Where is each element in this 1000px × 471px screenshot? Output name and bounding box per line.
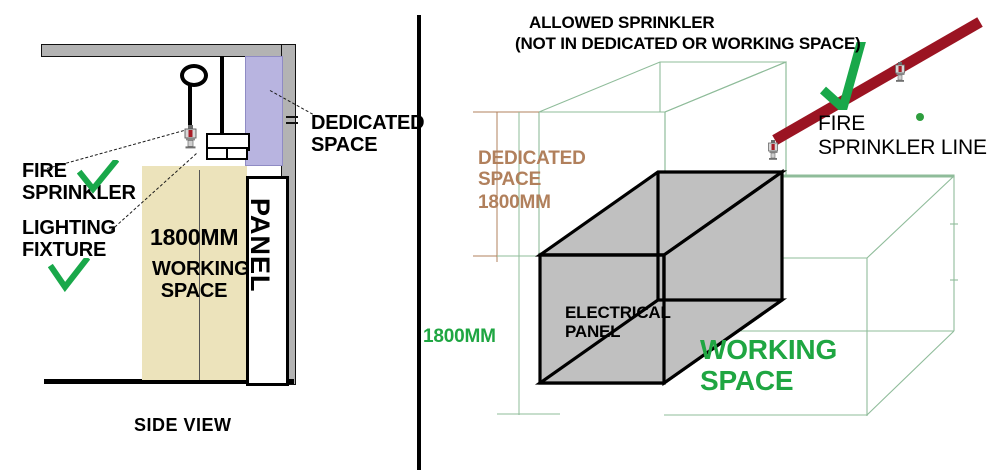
green-check-icon-allowed-sprinkler bbox=[818, 42, 876, 110]
allowed-sprinkler-header-line1: ALLOWED SPRINKLER bbox=[529, 13, 715, 32]
electrical-panel-box bbox=[246, 176, 289, 386]
allowed-sprinkler-header-line2: (NOT IN DEDICATED OR WORKING SPACE) bbox=[515, 34, 861, 53]
working-space-label: WORKING SPACE bbox=[152, 258, 250, 303]
dedicated-space-callout: DEDICATED SPACE bbox=[311, 112, 425, 157]
fire-sprinkler-line-label: FIRE SPRINKLER LINE bbox=[818, 112, 987, 159]
working-space-dimension-iso: 1800MM bbox=[423, 326, 496, 347]
light-fixture-rod bbox=[220, 56, 224, 134]
working-space-label-iso: WORKING SPACE bbox=[700, 334, 838, 397]
green-check-icon-fire-sprinkler bbox=[77, 160, 119, 194]
lighting-fixture-lens-2 bbox=[226, 147, 248, 160]
view-divider bbox=[417, 15, 421, 470]
dedicated-space-dimension-iso: 1800MM bbox=[478, 192, 551, 213]
lighting-fixture-callout: LIGHTING FIXTURE bbox=[22, 217, 116, 262]
fire-sprinkler-callout: FIRE SPRINKLER bbox=[22, 160, 136, 205]
dedicated-space-label-iso: DEDICATED SPACE bbox=[478, 148, 586, 191]
dedicated-space-zone bbox=[245, 56, 283, 166]
electrical-panel-label-iso: ELECTRICAL PANEL bbox=[565, 303, 671, 342]
fire-sprinkler-head-icon-upper bbox=[895, 62, 905, 82]
side-view-caption: SIDE VIEW bbox=[134, 415, 232, 435]
sprinkler-drop-rod bbox=[188, 75, 192, 127]
working-space-zone bbox=[142, 166, 247, 380]
fire-sprinkler-head-icon-lower bbox=[768, 140, 778, 160]
wall-tick-lower bbox=[286, 122, 298, 124]
hanger-ring-icon bbox=[180, 64, 208, 87]
green-check-icon-lighting-fixture bbox=[48, 258, 90, 292]
working-space-dimension: 1800MM bbox=[150, 224, 239, 250]
working-space-center-line bbox=[199, 170, 200, 380]
wall-tick-upper bbox=[286, 116, 298, 118]
floor-line bbox=[44, 379, 294, 384]
fire-sprinkler-head-icon bbox=[184, 125, 197, 149]
